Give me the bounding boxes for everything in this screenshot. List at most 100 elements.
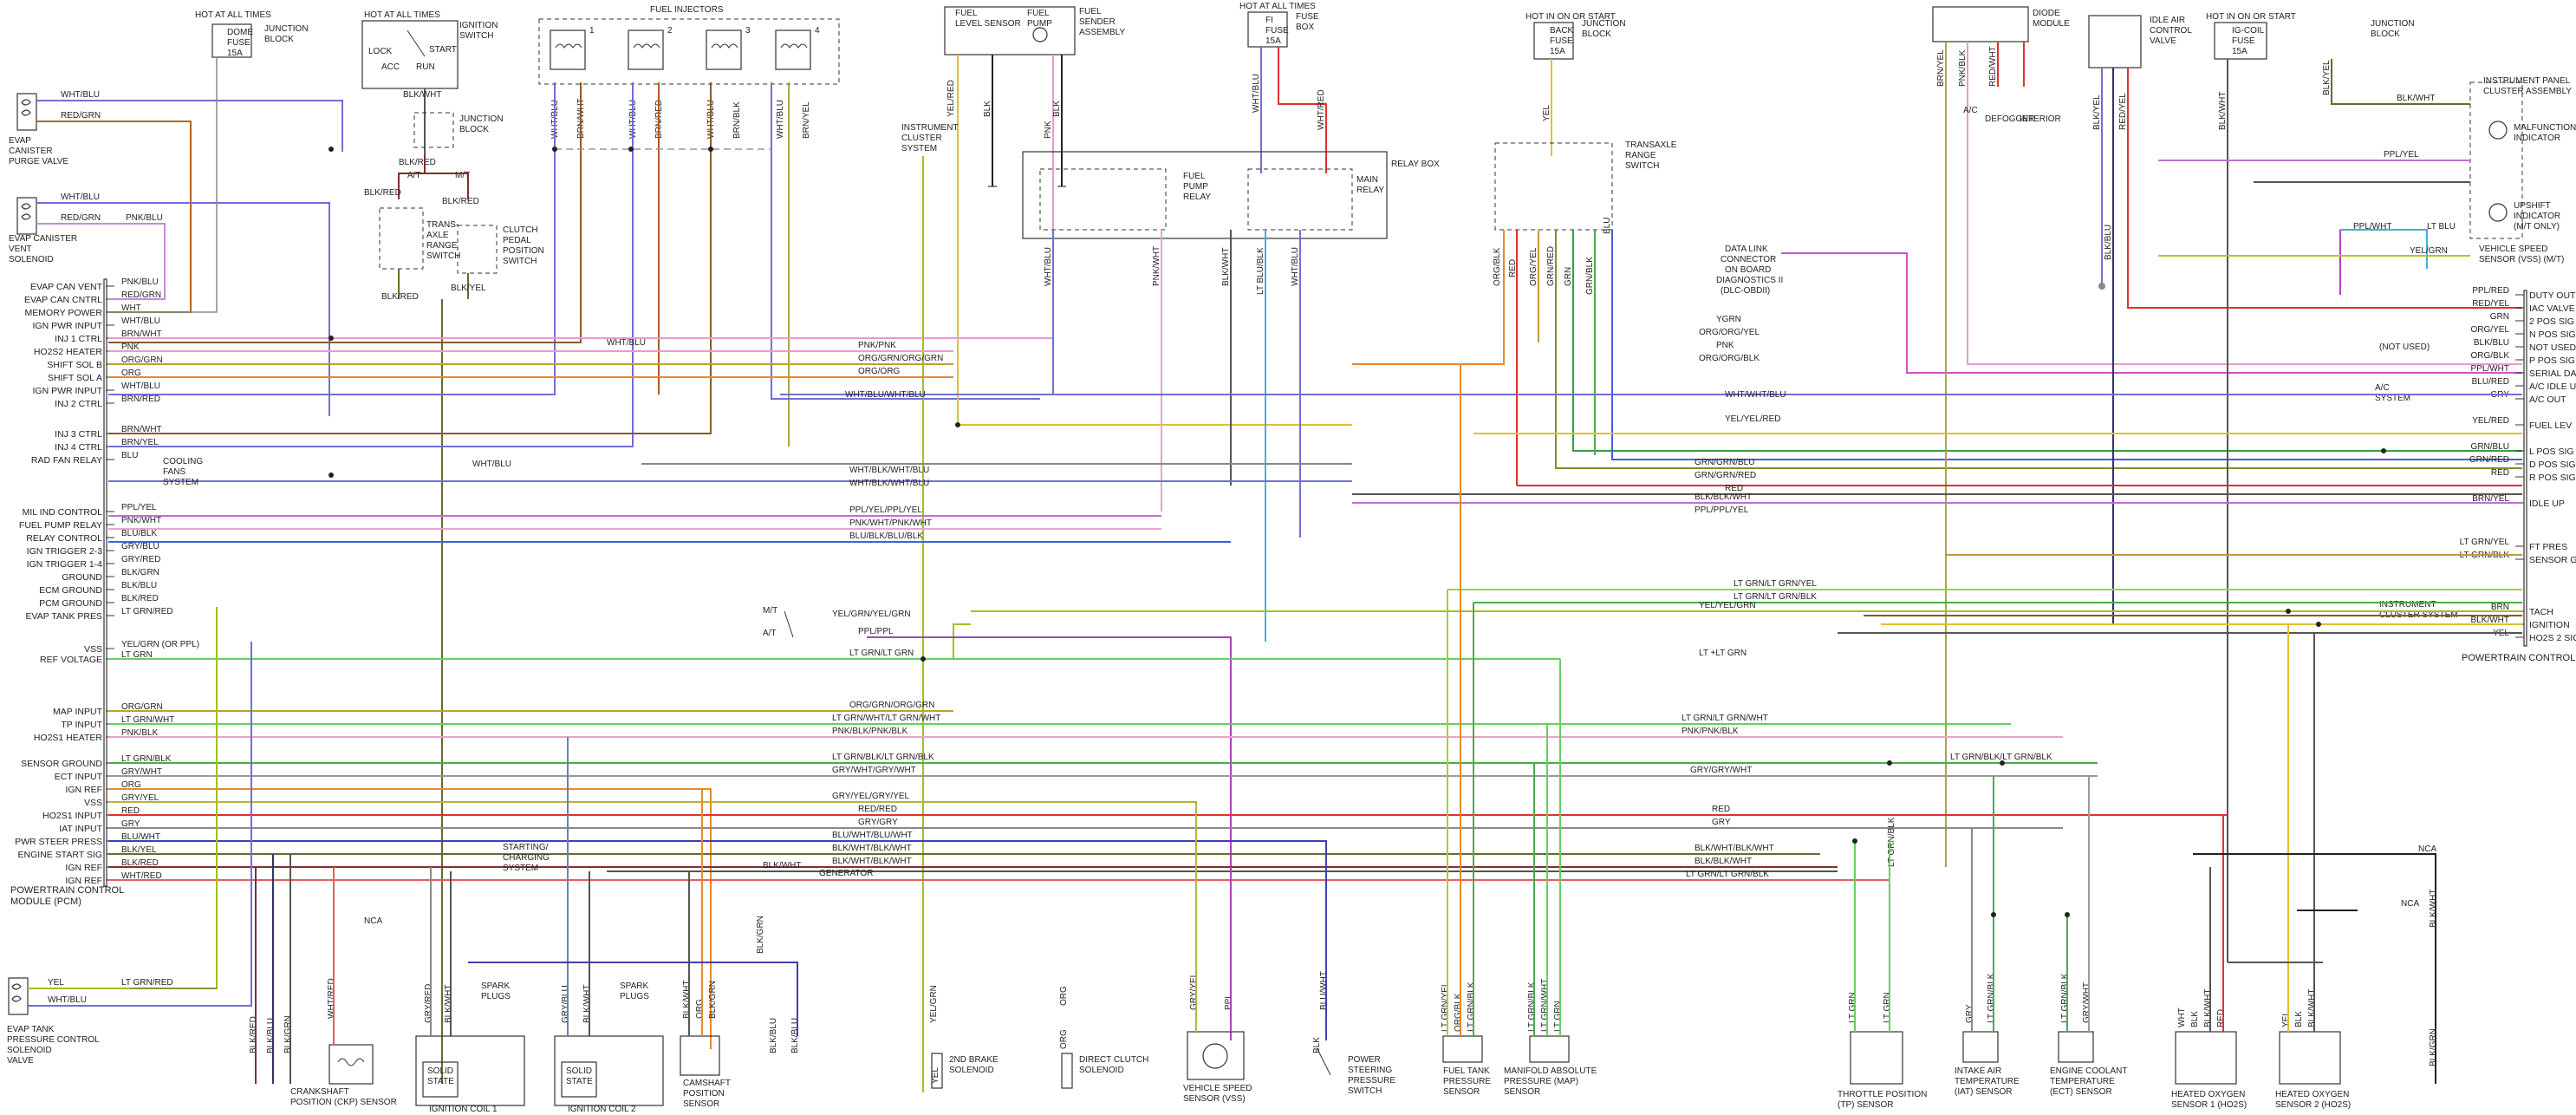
svg-text:(M/T ONLY): (M/T ONLY) — [2514, 222, 2560, 231]
svg-text:INSTRUMENT: INSTRUMENT — [2379, 600, 2436, 610]
ignition-coil-2 — [554, 1035, 664, 1106]
wire-label: YEL — [2281, 1011, 2291, 1027]
pcm-left-pin-label: GROUND — [62, 572, 102, 583]
splice-dot — [2000, 760, 2005, 766]
pcm-right-wire-label: GRN/BLU — [2471, 442, 2509, 452]
svg-text:RUN: RUN — [416, 62, 435, 72]
wire-label: BLK/BLU — [790, 1018, 800, 1053]
pcm-right-pin-label: N POS SIG — [2529, 329, 2576, 340]
wire-label: WHT/BLU — [1252, 74, 1261, 113]
pcm-right-wire-label: PPL/RED — [2472, 286, 2509, 296]
wire-label: ORG — [1059, 986, 1069, 1006]
wire-label: ORG/BLK — [1454, 993, 1463, 1032]
svg-text:WHT/BLU: WHT/BLU — [607, 338, 646, 348]
instrument-panel-cluster: INSTRUMENT PANEL CLUSTER ASSEMBLY MALFUN… — [2469, 76, 2576, 239]
svg-text:PNK: PNK — [1716, 341, 1734, 350]
wire-label: WHT/RED — [1317, 89, 1326, 130]
spark-plugs-label: PLUGS — [481, 992, 511, 1001]
junction-block-ign: JUNCTION BLOCK — [413, 112, 504, 148]
pcm-right-wire-label: BLU/RED — [2472, 377, 2509, 387]
wire-label: BLK/WHT — [444, 985, 453, 1023]
svg-text:SYSTEM: SYSTEM — [503, 864, 538, 873]
evap-canister-vent-solenoid: EVAP CANISTER VENT SOLENOID — [9, 197, 77, 264]
harness-wire — [450, 871, 690, 1036]
svg-text:TRANSAXLE: TRANSAXLE — [1625, 140, 1677, 150]
svg-text:ORG/ORG/BLK: ORG/ORG/BLK — [1699, 354, 1760, 363]
pcm-left-wire-label: BRN/WHT — [121, 425, 162, 434]
svg-text:LOCK: LOCK — [368, 47, 393, 56]
pcm-left-wire-label: BLK/RED — [121, 594, 159, 603]
svg-text:PPL/WHT: PPL/WHT — [2353, 222, 2391, 231]
spark-plugs-label: PLUGS — [620, 992, 649, 1001]
svg-text:JUNCTION: JUNCTION — [2371, 19, 2415, 29]
svg-text:WHT/WHT/BLU: WHT/WHT/BLU — [1725, 390, 1786, 400]
pcm-right-pin-label: IDLE UP — [2529, 499, 2565, 509]
pcm-right-wire-label: PPL/WHT — [2471, 364, 2509, 374]
wire-label: RED/YEL — [2118, 93, 2128, 130]
svg-text:ORG/ORG/YEL: ORG/ORG/YEL — [1699, 328, 1760, 337]
pcm-right-wire-label: BLK/BLU — [2474, 338, 2509, 348]
svg-text:DIAGNOSTICS II: DIAGNOSTICS II — [1716, 276, 1783, 285]
wire-label: GRY/BLU — [561, 985, 570, 1023]
pcm-left-wire-label: WHT/BLU — [121, 381, 160, 391]
svg-text:FUEL: FUEL — [1027, 9, 1050, 18]
map-label: MANIFOLD ABSOLUTE — [1504, 1066, 1597, 1076]
tp-label: (TP) SENSOR — [1838, 1100, 1893, 1110]
pcm-left-pin-label: VSS — [84, 644, 102, 655]
wire-label: BLK/WHT — [2307, 989, 2317, 1027]
svg-text:GRN/GRN/BLU: GRN/GRN/BLU — [1695, 458, 1754, 467]
wire-label: BLK/WHT — [2218, 92, 2228, 130]
wire-label: BRN/BLK — [732, 101, 742, 139]
svg-text:BLK/BLK/WHT: BLK/BLK/WHT — [1695, 492, 1752, 502]
svg-text:BACK: BACK — [1550, 26, 1574, 36]
upshift-indicator-icon — [2488, 203, 2508, 222]
heated-oxygen-sensor-1 — [2175, 1031, 2237, 1085]
svg-text:INDICATOR: INDICATOR — [2514, 134, 2560, 143]
idle-air-control-valve: IDLE AIR CONTROL VALVE — [2088, 15, 2192, 68]
svg-text:RED/GRN: RED/GRN — [61, 213, 101, 223]
pcm-right-pin-label: HO2S 2 SIG — [2529, 633, 2576, 643]
ignition-switch: HOT AT ALL TIMES IGNITION SWITCH LOCK ST… — [361, 10, 498, 89]
pcm-left-wire-label: BRN/WHT — [121, 329, 162, 339]
cmp-label: SENSOR — [683, 1099, 719, 1109]
ect-label: ENGINE COOLANT — [2050, 1066, 2127, 1076]
pcm-left-wire-label: ORG — [121, 368, 141, 378]
pcm-right-wire-label: YEL/RED — [2472, 416, 2509, 426]
wire-label: GRN — [1564, 267, 1573, 286]
svg-text:PRESSURE CONTROL: PRESSURE CONTROL — [7, 1035, 100, 1045]
svg-text:FUSE: FUSE — [2232, 36, 2255, 46]
pcm-left-pin-label: PCM GROUND — [39, 598, 102, 609]
svg-text:ASSEMBLY: ASSEMBLY — [1079, 28, 1125, 37]
pcm-left-pin-label: EVAP CAN CNTRL — [24, 295, 102, 305]
pcm-left-wire-label: BLK/BLU — [121, 581, 157, 590]
svg-text:BLK/WHT/BLK/WHT: BLK/WHT/BLK/WHT — [832, 857, 912, 866]
wire-label: LT GRN/BLK — [1527, 981, 1537, 1032]
svg-text:PUMP: PUMP — [1183, 182, 1208, 192]
injector-number: 3 — [745, 26, 751, 36]
wire-label: ORG/YEL — [1529, 247, 1538, 286]
svg-text:PNK/WHT/PNK/WHT: PNK/WHT/PNK/WHT — [849, 518, 932, 528]
svg-text:FUSE: FUSE — [1296, 12, 1319, 22]
wire-label: ORG/BLK — [1493, 247, 1502, 286]
svg-text:BLK/YEL: BLK/YEL — [451, 284, 486, 293]
svg-text:WHT/BLU/WHT/BLU: WHT/BLU/WHT/BLU — [845, 390, 926, 400]
svg-text:LT GRN/BLK/LT GRN/BLK: LT GRN/BLK/LT GRN/BLK — [1950, 753, 2052, 762]
pcm-left-pin-label: ECM GROUND — [39, 585, 102, 596]
splice-dot — [920, 656, 926, 662]
svg-text:RELAY: RELAY — [1183, 192, 1211, 202]
pcm-left-pin-label: IGN REF — [65, 863, 102, 873]
back-fuse-junction: HOT IN ON OR START BACK FUSE 15A JUNCTIO… — [1525, 12, 1626, 60]
pcm-left-wire-label: PNK/BLK — [121, 728, 159, 738]
svg-text:DEFOGGER: DEFOGGER — [1985, 114, 2034, 124]
svg-text:BLK/RED: BLK/RED — [442, 197, 479, 206]
svg-text:AXLE: AXLE — [426, 231, 449, 240]
pcm-left-pin-label: EVAP TANK PRES — [25, 611, 102, 622]
svg-text:15A: 15A — [2232, 47, 2247, 56]
ho2s2-label: HEATED OXYGEN — [2275, 1090, 2349, 1099]
svg-text:BLOCK: BLOCK — [2371, 29, 2400, 39]
pcm-right-wire-label: ORG/YEL — [2471, 325, 2510, 335]
svg-text:SOLENOID: SOLENOID — [7, 1046, 52, 1055]
svg-text:HOT IN ON OR START: HOT IN ON OR START — [1525, 12, 1616, 22]
